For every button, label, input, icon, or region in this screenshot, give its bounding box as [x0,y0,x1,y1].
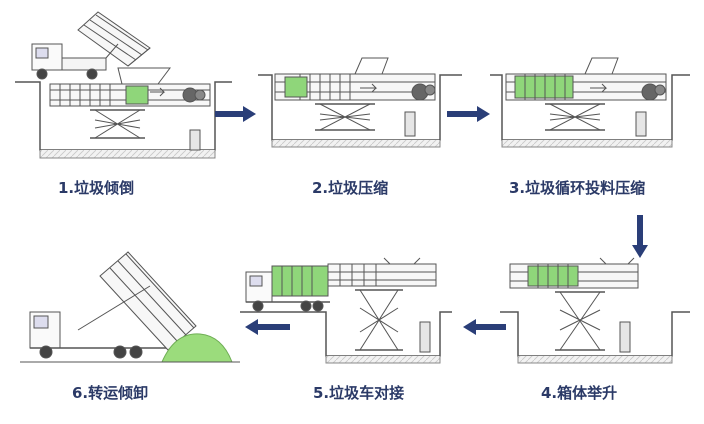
stage-6-illustration [20,251,240,363]
waste-fill [284,76,308,98]
step-6-caption: 6.转运倾卸 [72,384,149,402]
flow-arrow-5-to-6 [245,319,290,335]
waste-fill [514,75,574,99]
stage-2-illustration [258,57,462,148]
stage-5-illustration [240,257,452,364]
stage-1-illustration [15,11,232,159]
stage-4-illustration [500,257,690,364]
flow-arrow-3-to-4 [632,215,648,258]
waste-fill [271,265,329,297]
waste-fill [527,265,579,287]
waste-fill [125,85,149,105]
garbage-pile [161,333,233,363]
flow-arrow-4-to-5 [463,319,506,335]
step-4-caption: 4.箱体举升 [541,384,618,402]
step-2-caption: 2.垃圾压缩 [312,179,389,197]
stage-3-illustration [490,57,690,148]
flow-arrow-1-to-2 [215,106,256,122]
flow-arrow-2-to-3 [447,106,490,122]
step-3-caption: 3.垃圾循环投料压缩 [509,179,646,197]
step-1-caption: 1.垃圾倾倒 [58,179,135,197]
step-5-caption: 5.垃圾车对接 [313,384,405,402]
